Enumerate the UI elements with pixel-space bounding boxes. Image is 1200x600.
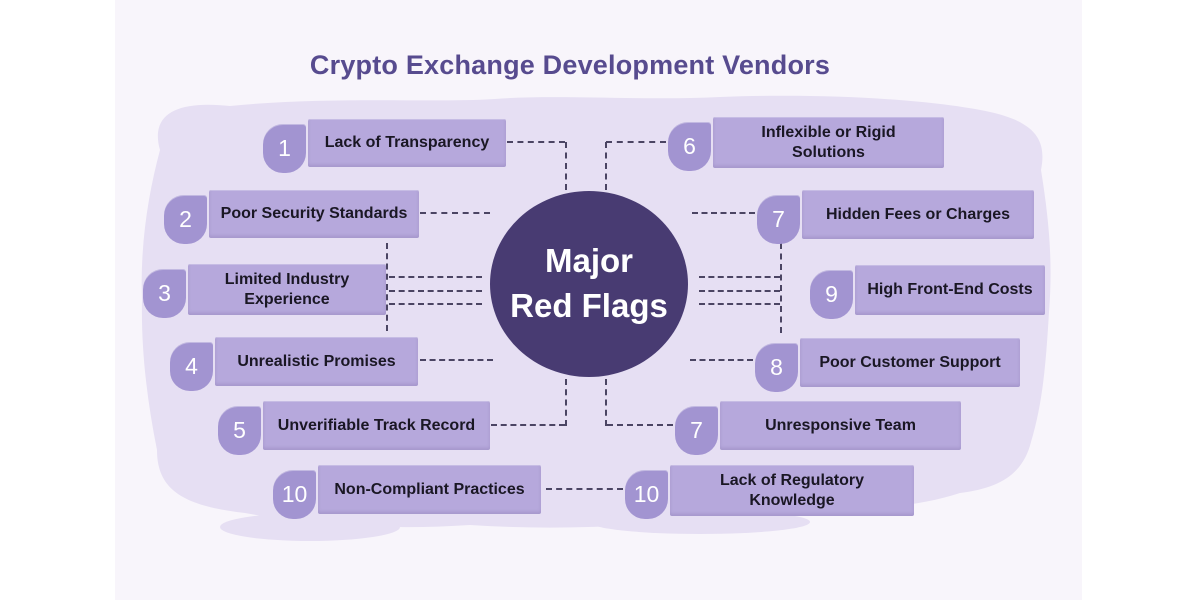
item-number-badge: 10 xyxy=(273,470,316,519)
connector-line xyxy=(699,290,780,292)
item-number-badge: 10 xyxy=(625,470,668,519)
connector-line xyxy=(780,243,782,333)
connector-line xyxy=(690,359,753,361)
item-label: Unverifiable Track Record xyxy=(263,401,490,450)
item-label: Inflexible or Rigid Solutions xyxy=(713,117,944,168)
connector-line xyxy=(692,212,755,214)
connector-line xyxy=(507,141,565,143)
connector-line xyxy=(546,488,623,490)
connector-line xyxy=(605,379,607,426)
connector-line xyxy=(420,359,493,361)
center-label-line1: Major xyxy=(544,242,633,280)
item-label: Unrealistic Promises xyxy=(215,337,418,386)
connector-line xyxy=(699,276,780,278)
connector-line xyxy=(605,142,607,190)
item-number-badge: 5 xyxy=(218,406,261,455)
flag-item-high-front-end-costs: 9 High Front-End Costs xyxy=(810,265,1045,319)
item-number-badge: 7 xyxy=(675,406,718,455)
connector-line xyxy=(606,141,666,143)
flag-item-unverifiable-track-record: 5 Unverifiable Track Record xyxy=(218,401,490,455)
item-label: High Front-End Costs xyxy=(855,265,1045,315)
item-number-badge: 9 xyxy=(810,270,853,319)
flag-item-poor-security-standards: 2 Poor Security Standards xyxy=(164,190,419,244)
center-circle: Major Red Flags xyxy=(490,191,688,377)
center-label: Major Red Flags xyxy=(510,239,668,328)
item-label: Poor Security Standards xyxy=(209,190,419,238)
connector-line xyxy=(699,303,780,305)
flag-item-hidden-fees-or-charges: 7 Hidden Fees or Charges xyxy=(757,190,1034,244)
connector-line xyxy=(420,212,490,214)
diagram-title: Crypto Exchange Development Vendors xyxy=(309,50,831,80)
flag-item-unresponsive-team: 7 Unresponsive Team xyxy=(675,401,961,455)
connector-line xyxy=(491,424,565,426)
item-number-badge: 3 xyxy=(143,269,186,318)
item-number-badge: 1 xyxy=(263,124,306,173)
flag-item-inflexible-or-rigid-solutions: 6 Inflexible or Rigid Solutions xyxy=(668,117,944,171)
item-number-badge: 8 xyxy=(755,343,798,392)
flag-item-unrealistic-promises: 4 Unrealistic Promises xyxy=(170,337,418,391)
connector-line xyxy=(565,379,567,426)
flag-item-lack-of-regulatory-knowledge: 10 Lack of Regulatory Knowledge xyxy=(625,465,914,519)
connector-line xyxy=(565,142,567,190)
connector-line xyxy=(389,303,482,305)
item-label: Limited Industry Experience xyxy=(188,264,386,315)
item-label: Hidden Fees or Charges xyxy=(802,190,1034,239)
item-label: Unresponsive Team xyxy=(720,401,961,450)
item-label: Lack of Regulatory Knowledge xyxy=(670,465,914,516)
item-number-badge: 4 xyxy=(170,342,213,391)
item-label: Lack of Transparency xyxy=(308,119,506,167)
flag-item-limited-industry-experience: 3 Limited Industry Experience xyxy=(143,264,386,318)
item-number-badge: 6 xyxy=(668,122,711,171)
item-number-badge: 2 xyxy=(164,195,207,244)
connector-line xyxy=(389,290,482,292)
flag-item-poor-customer-support: 8 Poor Customer Support xyxy=(755,338,1020,392)
flag-item-non-compliant-practices: 10 Non-Compliant Practices xyxy=(273,465,541,519)
connector-line xyxy=(607,424,673,426)
item-number-badge: 7 xyxy=(757,195,800,244)
center-label-line2: Red Flags xyxy=(510,287,668,324)
item-label: Non-Compliant Practices xyxy=(318,465,541,514)
flag-item-lack-of-transparency: 1 Lack of Transparency xyxy=(263,119,506,173)
connector-line xyxy=(389,276,482,278)
item-label: Poor Customer Support xyxy=(800,338,1020,387)
connector-line xyxy=(386,243,388,331)
